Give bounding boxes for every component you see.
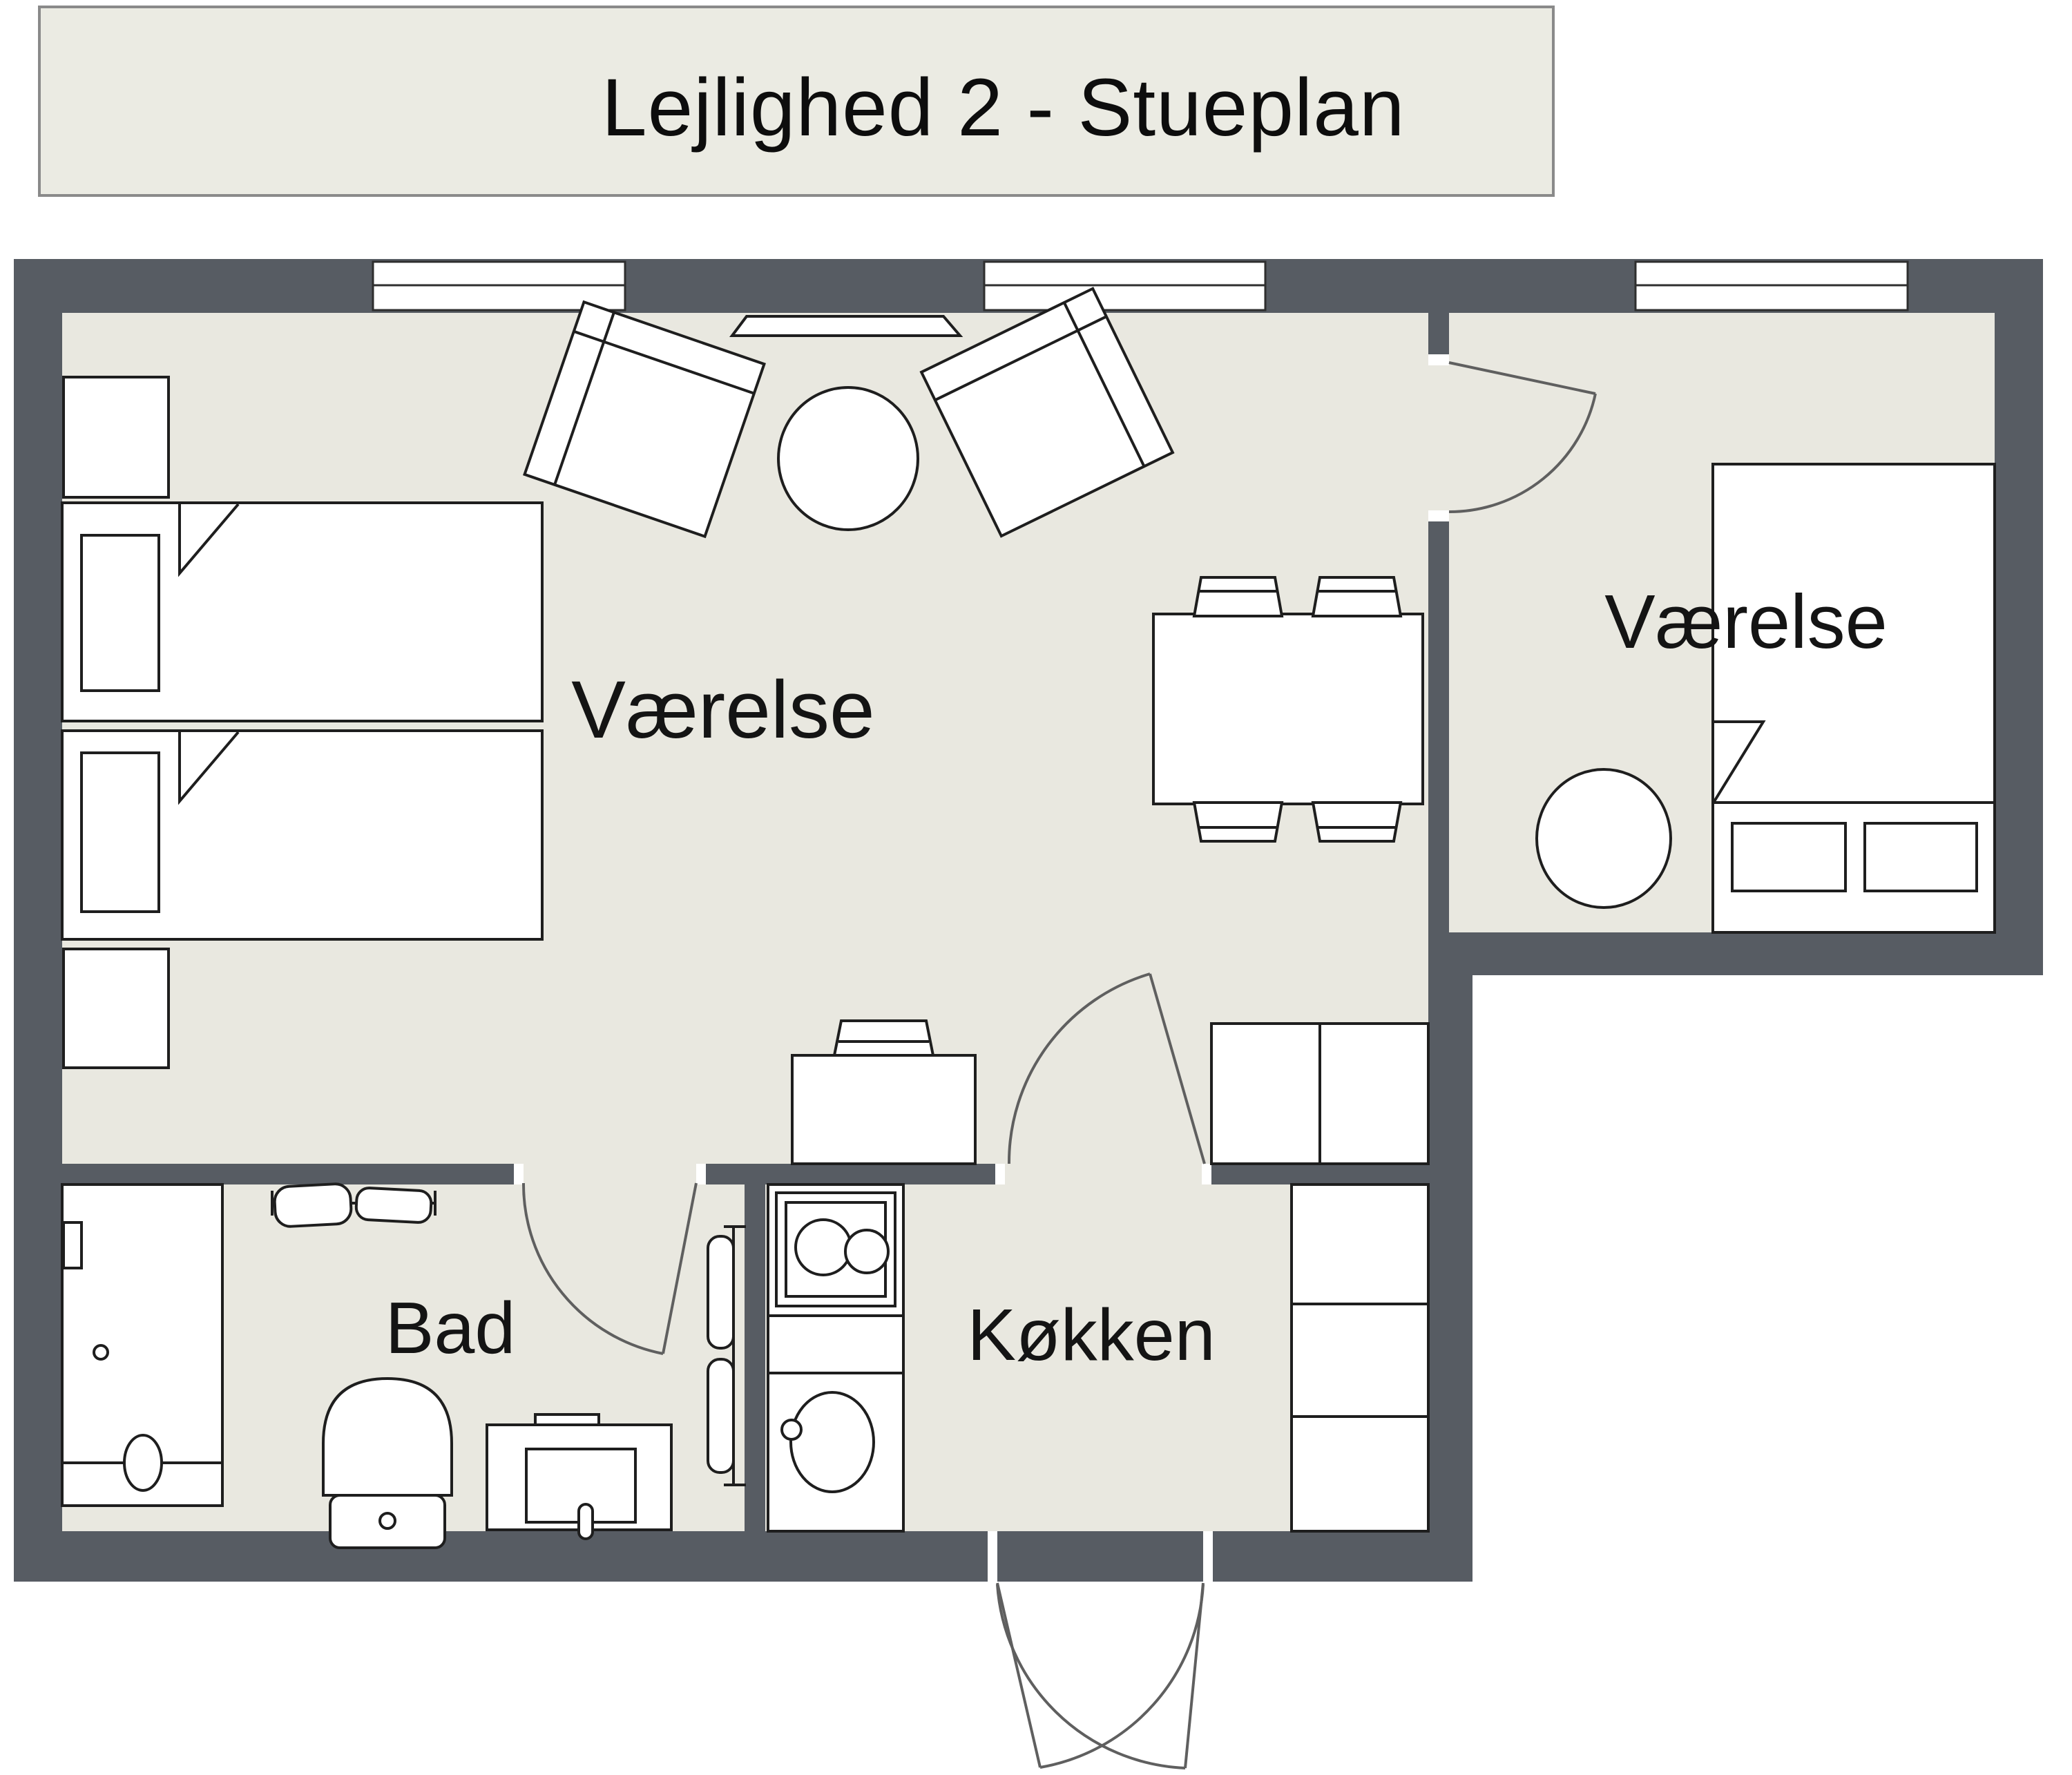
- windows: [372, 260, 1909, 311]
- toilet: [322, 1376, 453, 1549]
- blanket-fold: [178, 503, 240, 577]
- doors: [521, 361, 1597, 1769]
- double-bed: [1711, 463, 1996, 934]
- room-label-bedroom: Værelse: [1604, 579, 1888, 664]
- bedroom-stool: [1535, 768, 1672, 909]
- nightstand-1: [62, 376, 170, 499]
- window-1: [372, 260, 626, 311]
- dining-chair-3: [1192, 801, 1284, 843]
- room-label-kitchen: Køkken: [967, 1294, 1215, 1376]
- pillow: [1731, 822, 1847, 892]
- wall-divider-upper: [1428, 313, 1449, 356]
- bathroom-vanity: [486, 1413, 673, 1540]
- vanity-faucet: [577, 1503, 594, 1540]
- pillow: [80, 751, 160, 913]
- page-title: Lejlighed 2 - Stueplan: [602, 62, 1406, 153]
- armchair-1: [523, 300, 766, 539]
- window-2: [983, 260, 1267, 311]
- kitchen-cabinets-right: [1290, 1183, 1430, 1533]
- room-label-bathroom: Bad: [385, 1287, 516, 1369]
- towel-radiator: [707, 1225, 746, 1486]
- armchair-2: [919, 287, 1175, 538]
- title-banner: Lejlighed 2 - Stueplan: [38, 6, 1555, 197]
- kitchen-counter-left: [767, 1183, 905, 1533]
- window-3: [1634, 260, 1909, 311]
- kitchen-sink: [780, 1391, 875, 1493]
- dining-chair-4: [1311, 801, 1403, 843]
- door-jambs: [514, 354, 1449, 1582]
- shower-drain-cover: [123, 1434, 163, 1492]
- wall-bedroom-bottom: [1428, 932, 2043, 975]
- wall-bath-top-1: [62, 1164, 514, 1184]
- furniture: [61, 287, 1996, 1549]
- tv-shelf: [729, 315, 963, 337]
- burner: [794, 1218, 852, 1276]
- toilet-button: [378, 1512, 396, 1530]
- shower: [61, 1183, 224, 1507]
- dining-chair-2: [1311, 576, 1403, 617]
- side-table: [777, 386, 919, 531]
- burner: [844, 1229, 890, 1274]
- single-bed-2: [61, 729, 544, 941]
- sideboard-cabinet: [1210, 1022, 1430, 1165]
- pillow: [1863, 822, 1978, 892]
- desk: [791, 1054, 977, 1165]
- nightstand-2: [62, 948, 170, 1069]
- dining-table: [1152, 613, 1424, 805]
- wall-left: [14, 259, 62, 1582]
- blanket-fold: [178, 731, 240, 805]
- towel: [707, 1235, 735, 1350]
- wall-bath-top-3: [1211, 1164, 1428, 1184]
- bedroom-door: [1448, 361, 1597, 514]
- blanket-fold: [1712, 720, 1766, 804]
- bathroom-door: [521, 1182, 698, 1355]
- shower-niche: [62, 1221, 83, 1269]
- towel: [707, 1358, 735, 1474]
- desk-chair: [832, 1019, 935, 1057]
- faucet: [780, 1419, 803, 1441]
- wall-bottom: [14, 1531, 1473, 1582]
- wall-kitchen-right: [1428, 932, 1473, 1582]
- entrance-door: [996, 1582, 1205, 1769]
- kitchen-door: [1007, 972, 1206, 1164]
- pillow: [80, 534, 160, 692]
- single-bed-1: [61, 501, 544, 722]
- dining-chair-1: [1192, 576, 1284, 617]
- towel: [273, 1182, 353, 1228]
- towel: [354, 1187, 433, 1224]
- stove: [775, 1191, 896, 1307]
- room-label-living: Værelse: [571, 664, 874, 756]
- wall-divider-lower: [1428, 521, 1449, 932]
- towel-rack: [271, 1182, 437, 1228]
- wall-bath-top-2: [706, 1164, 995, 1184]
- wall-right: [1995, 259, 2043, 975]
- room-labels: Værelse Værelse Bad Køkken: [385, 579, 1888, 1376]
- shower-drain: [93, 1344, 109, 1361]
- wall-bath-kitchen: [745, 1184, 765, 1531]
